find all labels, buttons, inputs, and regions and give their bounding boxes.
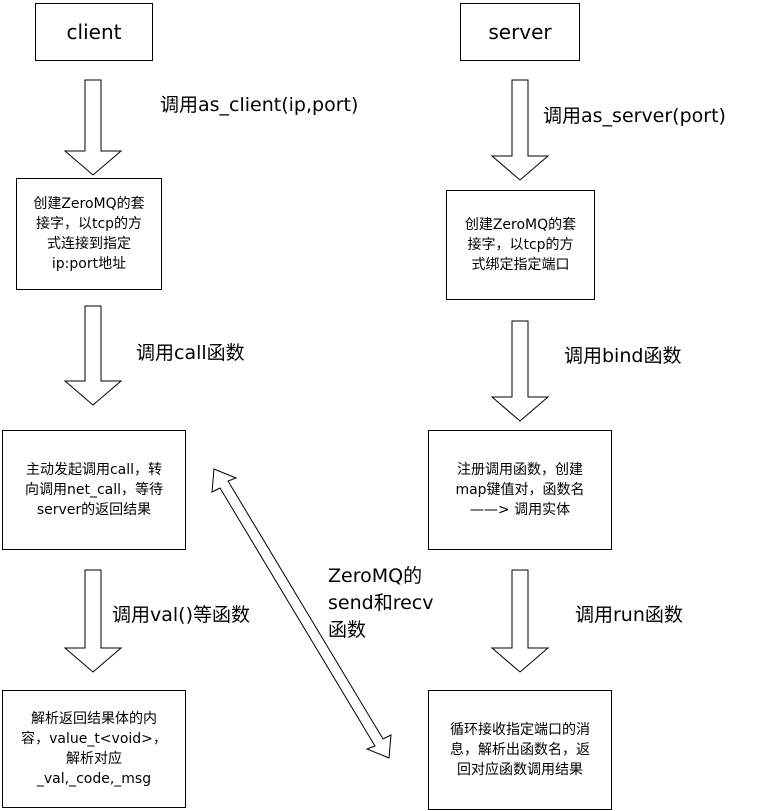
label-as-client: 调用as_client(ip,port): [160, 94, 359, 116]
label-bind: 调用bind函数: [564, 345, 682, 367]
server-create-socket-text: 创建ZeroMQ的套 接字，以tcp的方 式绑定指定端口: [464, 217, 577, 273]
client-call-box: 主动发起调用call，转 向调用net_call，等待 server的返回结果: [2, 430, 186, 550]
client-create-socket-box: 创建ZeroMQ的套 接字，以tcp的方 式连接到指定 ip:port地址: [16, 178, 162, 290]
server-box: server: [460, 3, 580, 61]
server-loop-box: 循环接收指定端口的消 息，解析出函数名，返 回对应函数调用结果: [428, 690, 612, 810]
zeromq-link-label: ZeroMQ的 send和recv 函数: [328, 565, 434, 641]
label-as-server: 调用as_server(port): [543, 105, 726, 127]
client-title: client: [66, 20, 122, 44]
client-parse-result-text: 解析返回结果体的内 容，value_t<void>， 解析对应 _val,_co…: [21, 711, 167, 787]
server-title: server: [488, 20, 552, 44]
client-call-text: 主动发起调用call，转 向调用net_call，等待 server的返回结果: [24, 462, 164, 518]
arrow-socket-to-call: [63, 305, 123, 406]
server-register-box: 注册调用函数，创建 map键值对，函数名 ——> 调用实体: [428, 430, 612, 550]
label-run: 调用run函数: [575, 604, 683, 626]
server-register-text: 注册调用函数，创建 map键值对，函数名 ——> 调用实体: [455, 462, 585, 518]
arrow-socket-to-bind: [490, 320, 550, 422]
arrow-bind-to-run: [490, 569, 550, 673]
client-create-socket-text: 创建ZeroMQ的套 接字，以tcp的方 式连接到指定 ip:port地址: [33, 196, 145, 272]
server-loop-text: 循环接收指定端口的消 息，解析出函数名，返 回对应函数调用结果: [450, 722, 590, 778]
label-call: 调用call函数: [136, 342, 245, 364]
client-parse-result-box: 解析返回结果体的内 容，value_t<void>， 解析对应 _val,_co…: [2, 690, 186, 808]
arrow-client-to-socket: [63, 79, 123, 176]
arrow-server-to-socket: [490, 79, 550, 181]
client-box: client: [35, 3, 153, 61]
server-create-socket-box: 创建ZeroMQ的套 接字，以tcp的方 式绑定指定端口: [446, 190, 595, 300]
arrow-call-to-parse: [63, 569, 123, 673]
label-val: 调用val()等函数: [112, 604, 250, 626]
double-arrow-zeromq-link: [211, 468, 392, 759]
